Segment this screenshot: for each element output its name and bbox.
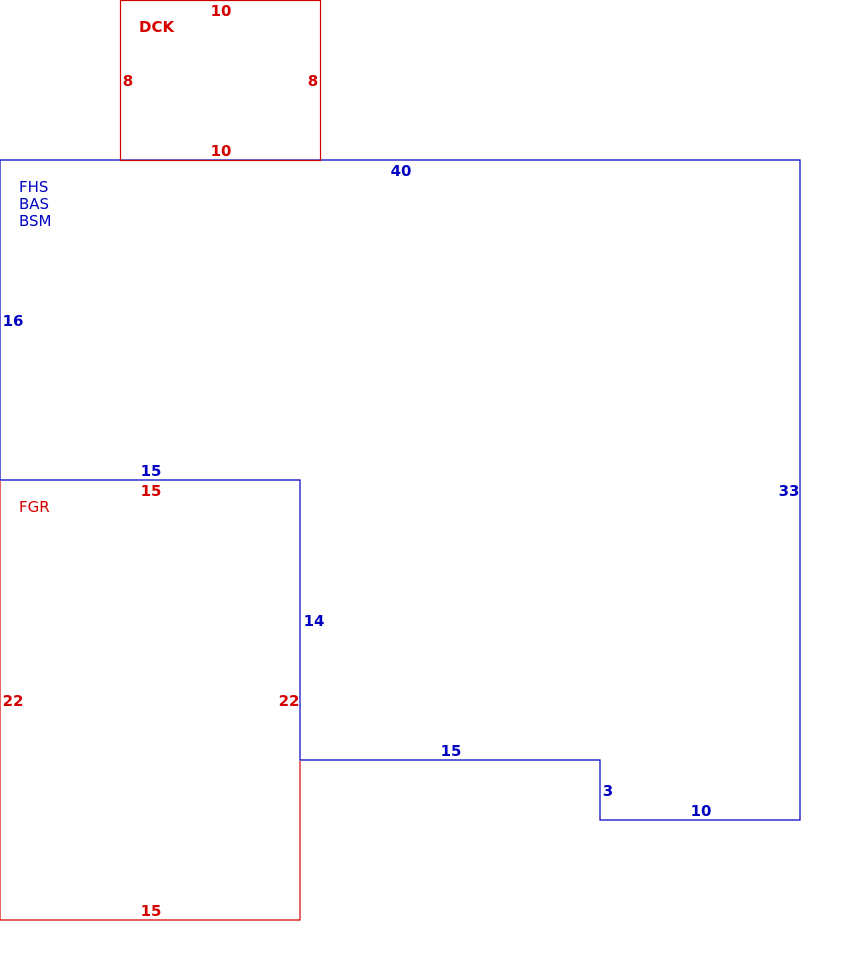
house-top-dimension: 40 xyxy=(391,162,412,180)
house-code-bsm: BSM xyxy=(19,212,52,230)
house-bottom-dimension: 10 xyxy=(691,802,712,820)
house-step-side-dimension: 3 xyxy=(603,782,613,800)
deck-top-dimension: 10 xyxy=(211,2,232,20)
garage-left-dimension: 22 xyxy=(3,692,24,710)
garage-code: FGR xyxy=(19,498,50,516)
house-code-bas: BAS xyxy=(19,195,49,213)
garage-top-dimension: 15 xyxy=(141,482,162,500)
house-step-top-dimension: 15 xyxy=(441,742,462,760)
house-right-dimension: 33 xyxy=(779,482,800,500)
house-left-dimension: 16 xyxy=(3,312,24,330)
deck-code: DCK xyxy=(139,18,175,36)
garage-right-dimension: 22 xyxy=(279,692,300,710)
deck-left-dimension: 8 xyxy=(123,72,133,90)
deck-outline xyxy=(119,0,322,162)
house-garage-top-dimension: 15 xyxy=(141,462,162,480)
house-outline xyxy=(0,159,801,821)
deck-bottom-dimension: 10 xyxy=(211,142,232,160)
house-code-fhs: FHS xyxy=(19,178,48,196)
deck-right-dimension: 8 xyxy=(308,72,318,90)
garage-outline xyxy=(0,481,301,921)
house-garage-side-dimension: 14 xyxy=(304,612,325,630)
garage-bottom-dimension: 15 xyxy=(141,902,162,920)
